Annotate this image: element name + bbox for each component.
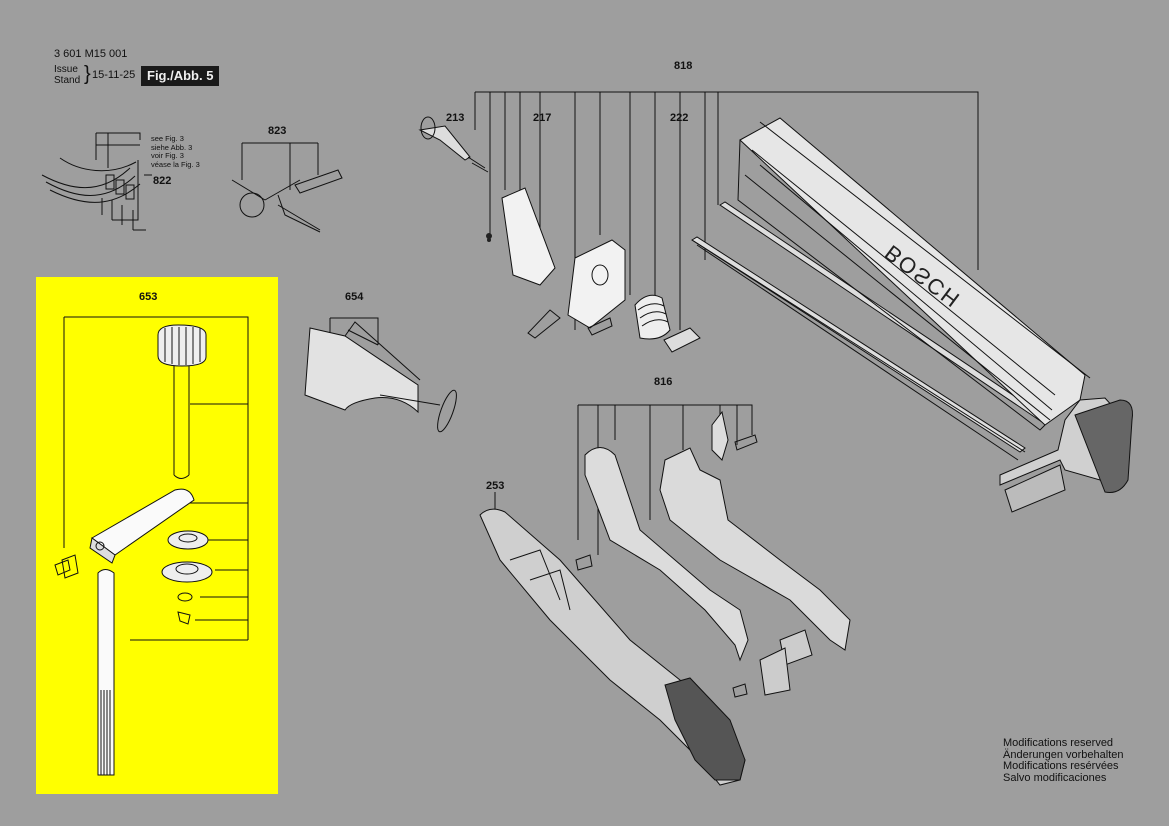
rip-fence-assembly-818 bbox=[418, 91, 1133, 513]
tool-823 bbox=[231, 142, 343, 233]
part-number-823: 823 bbox=[268, 125, 287, 137]
part-number-818: 818 bbox=[674, 60, 693, 72]
part-number-816: 816 bbox=[654, 376, 673, 388]
part-number-654: 654 bbox=[345, 291, 364, 303]
part-number-217: 217 bbox=[533, 112, 552, 124]
part-number-213: 213 bbox=[446, 112, 465, 124]
part-number-222: 222 bbox=[670, 112, 689, 124]
part-number-822: 822 bbox=[153, 175, 172, 187]
handle-253 bbox=[479, 492, 746, 786]
fence-bracket-816 bbox=[575, 404, 851, 698]
part-number-653: 653 bbox=[139, 291, 158, 303]
issue-label: Issue Stand bbox=[54, 64, 80, 86]
issue-date: 15-11-25 bbox=[92, 69, 136, 81]
modifications-fr: Modifications resérvées bbox=[1003, 760, 1119, 772]
modifications-es: Salvo modificaciones bbox=[1003, 771, 1107, 784]
see-fig-es: véase la Fig. 3 bbox=[151, 159, 200, 169]
brace-glyph: } bbox=[84, 63, 91, 85]
modifications-en: Modifications reserved bbox=[1003, 737, 1114, 749]
highlighted-assembly-area bbox=[36, 277, 278, 794]
modifications-de: Änderungen vorbehalten bbox=[1003, 748, 1124, 761]
see-fig-fr: voir Fig. 3 bbox=[151, 151, 184, 160]
guard-654 bbox=[304, 317, 457, 433]
issue-label-de: Stand bbox=[54, 75, 81, 86]
cable-assembly-822 bbox=[41, 132, 152, 231]
extension-assembly-653 bbox=[54, 316, 249, 776]
see-fig-en: see Fig. 3 bbox=[151, 134, 184, 143]
see-figure-note: see Fig. 3 siehe Abb. 3 voir Fig. 3 véas… bbox=[151, 134, 200, 169]
figure-label: Fig./Abb. 5 bbox=[141, 66, 220, 86]
see-fig-de: siehe Abb. 3 bbox=[151, 142, 193, 152]
document-number: 3 601 M15 001 bbox=[54, 48, 128, 60]
issue-label-en: Issue bbox=[54, 64, 78, 75]
part-number-253: 253 bbox=[486, 480, 505, 492]
modifications-note: Modifications reserved Änderungen vorbeh… bbox=[1003, 737, 1124, 784]
